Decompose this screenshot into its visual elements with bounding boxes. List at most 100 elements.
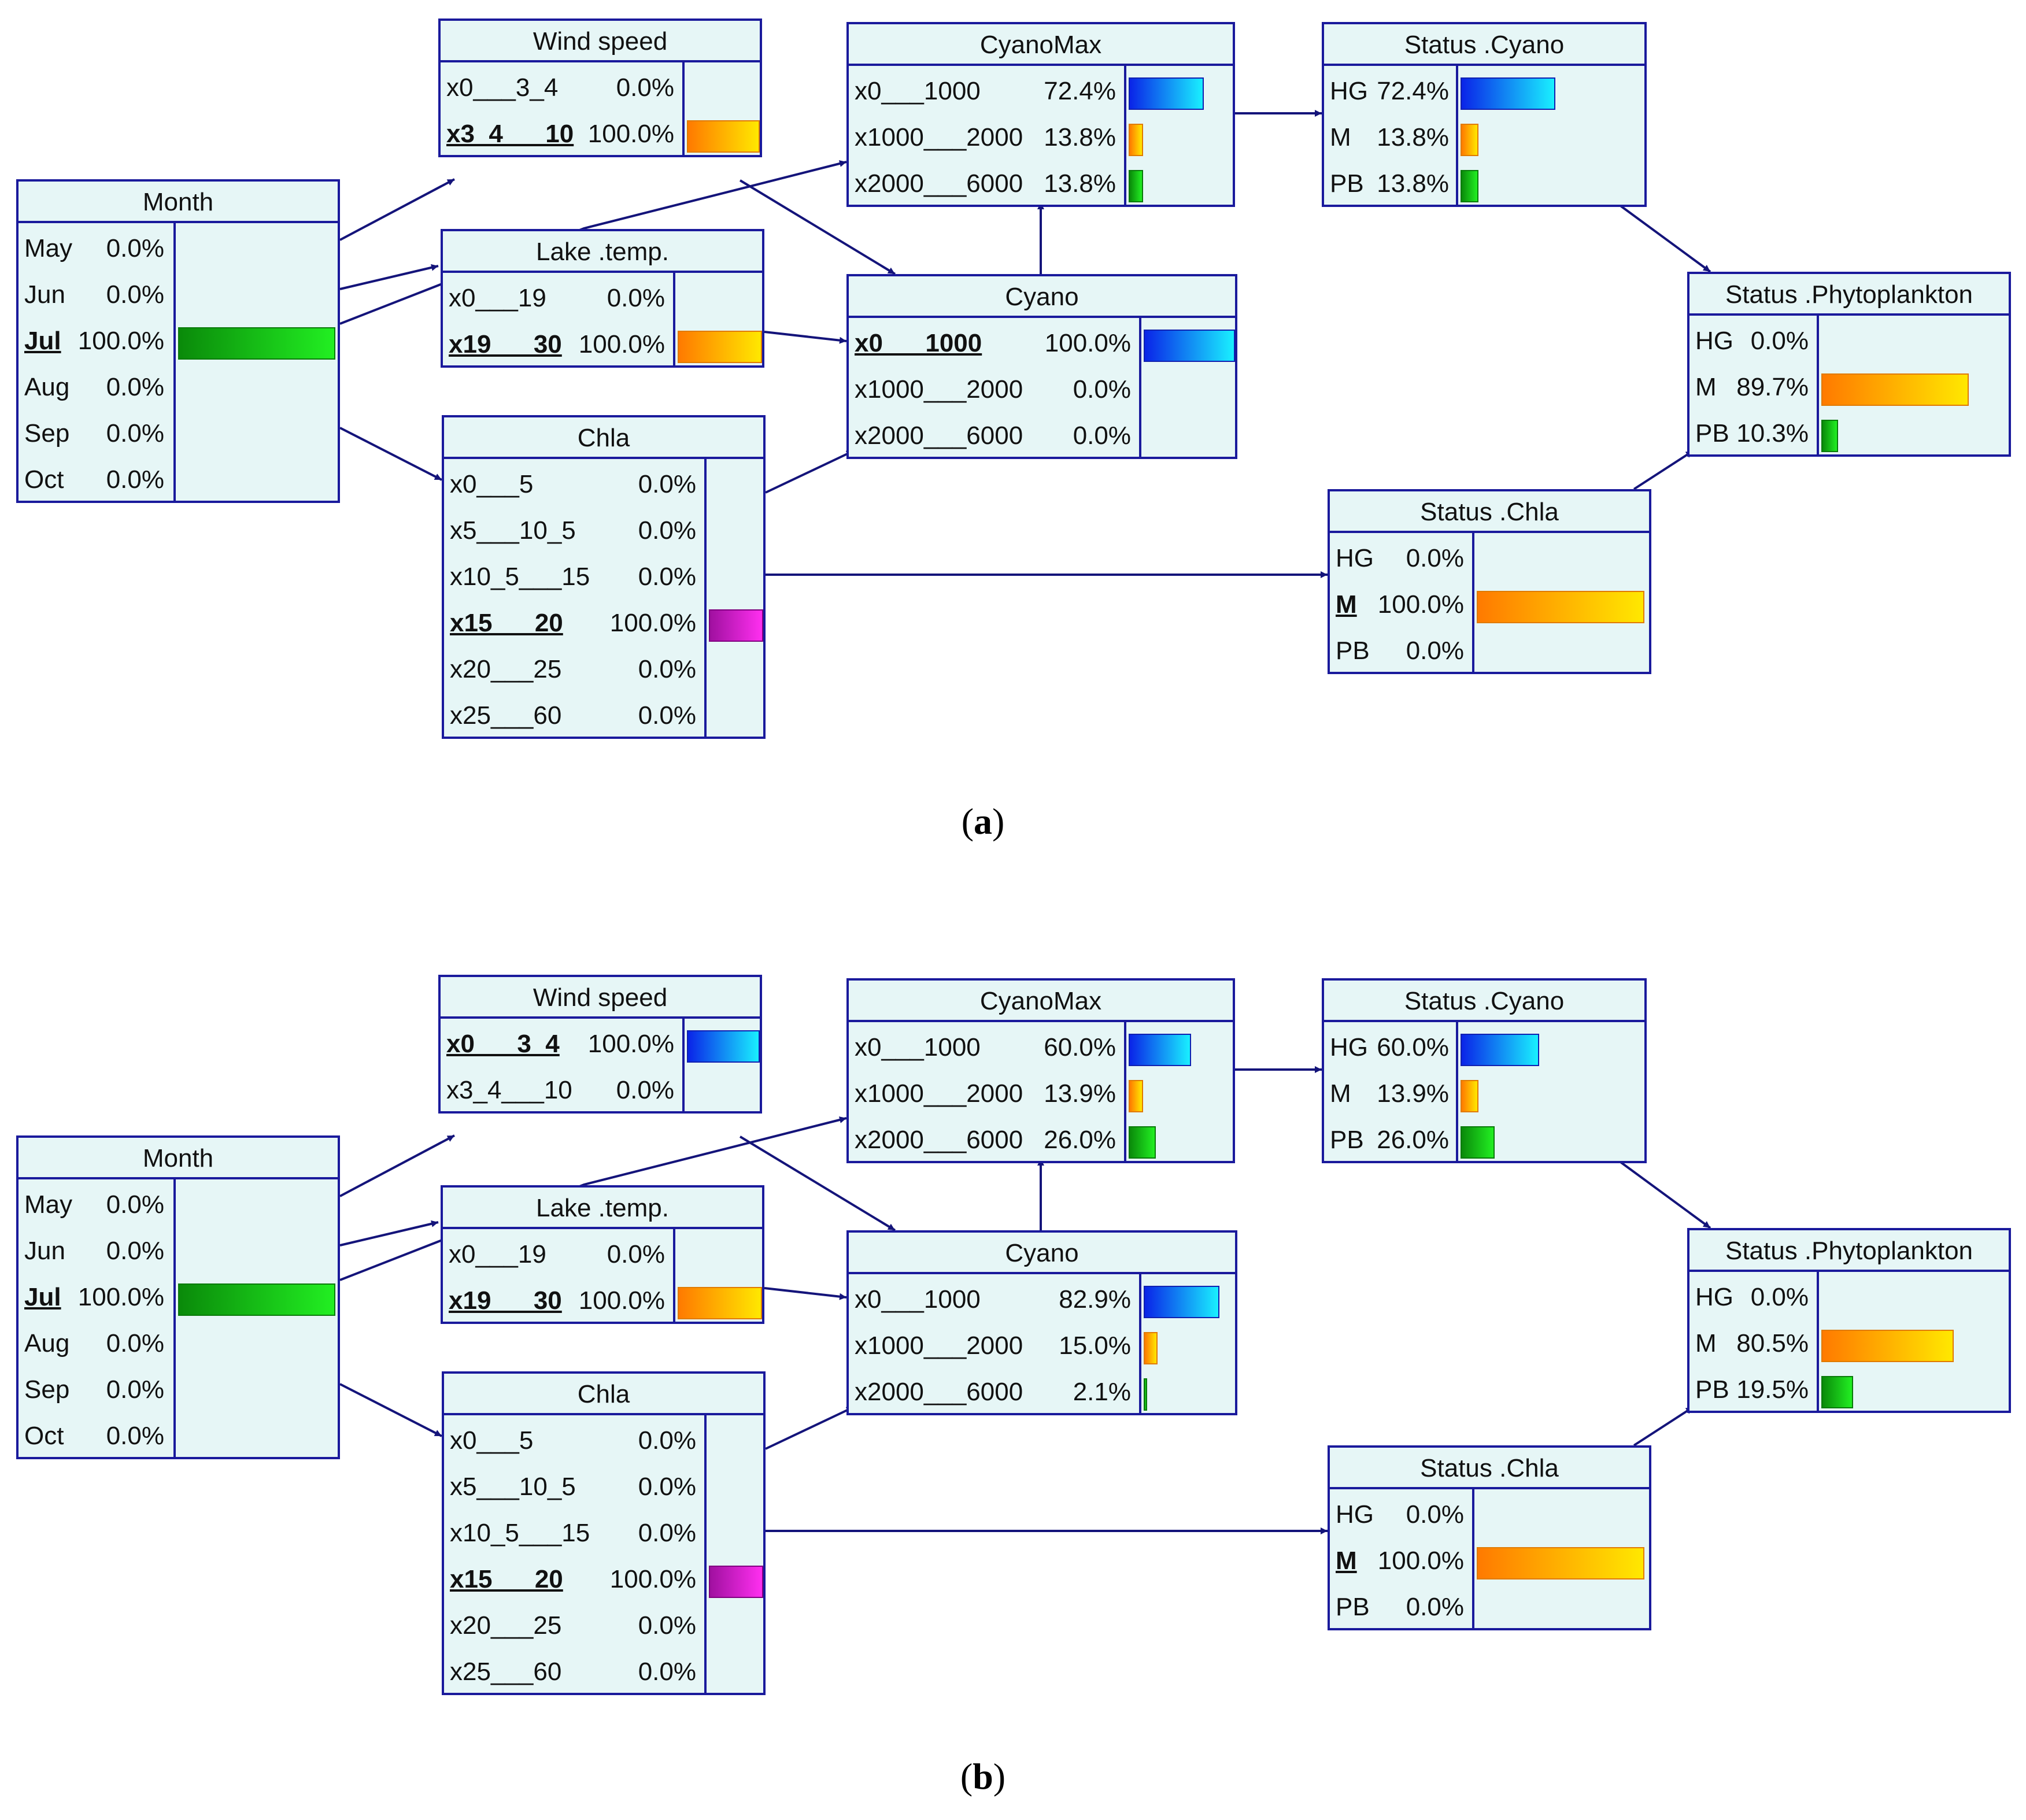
probability-bar (709, 1566, 763, 1598)
state-probability: 100.0% (578, 330, 665, 358)
state-label: x1000___2000 (855, 1331, 1023, 1360)
bar-column-divider (704, 459, 707, 737)
edge-chla-to-cyano (765, 450, 854, 494)
edge-lake-temp-to-cyano (764, 331, 847, 344)
state-label: Sep (24, 419, 70, 447)
caption-open-paren: ( (960, 1756, 973, 1797)
state-probability: 0.0% (1750, 327, 1809, 355)
state-label: x10_5___15 (450, 563, 590, 591)
state-probability: 100.0% (578, 1286, 665, 1315)
state-label: PB (1336, 637, 1370, 665)
state-label: x10_5___15 (450, 1519, 590, 1547)
state-probability: 80.5% (1736, 1329, 1809, 1357)
state-probability: 0.0% (106, 419, 164, 447)
state-probability: 89.7% (1736, 373, 1809, 401)
state-probability: 0.0% (106, 1190, 164, 1219)
state-row[interactable]: Sep 0.0% (19, 410, 338, 457)
probability-bar (709, 609, 763, 642)
probability-bar (1144, 1286, 1219, 1318)
